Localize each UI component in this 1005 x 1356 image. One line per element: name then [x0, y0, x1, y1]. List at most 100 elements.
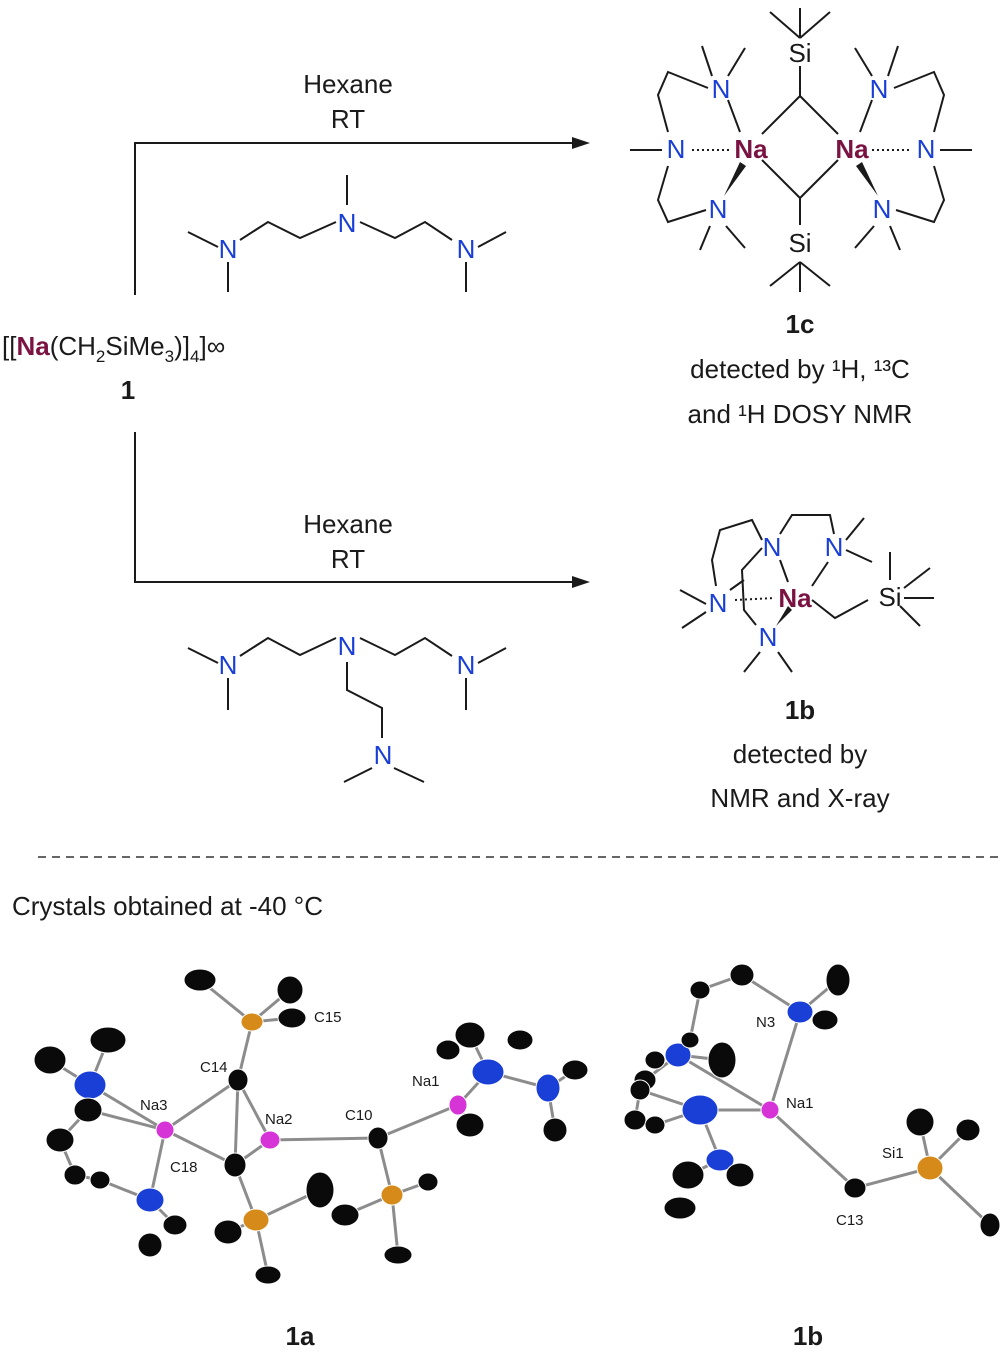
1a-atom-si — [240, 1012, 264, 1032]
1b-atom-c — [725, 1162, 755, 1188]
tren-n-right: N — [457, 650, 476, 680]
top-arrow-line — [134, 142, 578, 295]
1a-atom-n — [73, 1070, 107, 1100]
1a-atom-c — [330, 1203, 360, 1227]
1a-atom-c — [506, 1029, 534, 1051]
ortep-1b: N3 Na1 Si1 C13 — [623, 963, 1001, 1238]
1b-atom-c — [663, 1196, 697, 1220]
starting-material-formula: [[Na(CH2SiMe3)]4]∞ — [2, 331, 225, 366]
1a-atom-na2 — [259, 1130, 281, 1150]
1c-si-bottom: Si — [788, 228, 811, 258]
1a-label-na2: Na2 — [265, 1111, 293, 1128]
1a-atom-c — [89, 1170, 111, 1190]
1b-atom-c — [979, 1212, 1001, 1238]
1b-atom-n3 — [786, 1000, 814, 1024]
top-arrowhead — [572, 137, 590, 149]
1a-atom-c15 — [277, 1007, 307, 1029]
1a-atom-c — [542, 1117, 568, 1143]
bottom-solvent: Hexane — [303, 509, 393, 539]
1a-label-c14: C14 — [200, 1059, 228, 1076]
top-solvent: Hexane — [303, 69, 393, 99]
1b-n-bottom: N — [759, 622, 778, 652]
1a-atom-n — [535, 1073, 561, 1103]
pmdeta-ligand: N N N — [187, 175, 507, 292]
1a-atom-c — [33, 1045, 67, 1075]
crystal-1a-id: 1a — [286, 1321, 315, 1351]
1b-n-top: N — [763, 532, 782, 562]
1a-atom-na3 — [155, 1120, 175, 1140]
product-1b-detection-2: NMR and X-ray — [710, 783, 889, 813]
1b-atom-c — [671, 1160, 705, 1190]
crystal-section-title: Crystals obtained at -40 °C — [12, 891, 323, 921]
reaction-arrows — [134, 137, 590, 588]
1a-atom-n — [135, 1187, 165, 1213]
1a-atom-c — [63, 1164, 87, 1186]
1a-atom-c — [213, 1219, 243, 1245]
1a-atom-c — [276, 975, 304, 1005]
1a-label-na1: Na1 — [412, 1073, 440, 1090]
1b-n-left: N — [709, 588, 728, 618]
pmdeta-n-left: N — [219, 234, 238, 264]
1b-atom-c — [623, 1109, 647, 1131]
bottom-temperature: RT — [331, 544, 365, 574]
1a-atom-c — [73, 1097, 103, 1123]
1b-label-si1: Si1 — [882, 1145, 904, 1162]
ortep-1a: C15 C14 Na3 Na2 C10 Na1 C18 — [33, 968, 589, 1285]
1a-label-na3: Na3 — [140, 1097, 168, 1114]
1b-atom-n — [664, 1042, 692, 1068]
1a-atom-c — [417, 1172, 439, 1192]
product-1b-id: 1b — [785, 695, 815, 725]
product-1c-detection-1: detected by ¹H, ¹³C — [690, 354, 910, 384]
1b-atom-c — [729, 963, 755, 987]
1a-atom-c — [435, 1039, 461, 1061]
1c-n-right-bottom: N — [873, 194, 892, 224]
1b-atom-c — [811, 1009, 839, 1031]
1b-atom-c — [644, 1115, 666, 1135]
tren-n-bottom: N — [374, 740, 393, 770]
1b-atom-c — [905, 1107, 935, 1137]
1a-atom-c — [454, 1021, 486, 1049]
1a-atom-na1 — [448, 1094, 468, 1116]
1a-atom-c14 — [227, 1068, 249, 1092]
1b-atom-n — [681, 1094, 719, 1126]
crystal-1b-id: 1b — [793, 1321, 823, 1351]
me6tren-ligand: N N N N — [187, 631, 507, 783]
1b-na: Na — [778, 583, 812, 613]
1a-atom-c — [455, 1112, 485, 1138]
1b-atom-na1 — [760, 1100, 780, 1120]
product-1c-detection-2: and ¹H DOSY NMR — [688, 399, 913, 429]
1b-label-c13: C13 — [836, 1212, 864, 1229]
1a-label-c18: C18 — [170, 1159, 198, 1176]
1b-atom-c — [689, 980, 711, 1000]
1c-n-left-bottom: N — [709, 194, 728, 224]
1b-n-right: N — [825, 532, 844, 562]
1b-label-na1: Na1 — [786, 1095, 814, 1112]
tren-n-center: N — [338, 631, 357, 661]
1b-atom-c — [955, 1118, 981, 1142]
1b-atom-c — [707, 1041, 737, 1079]
1a-atom-c — [254, 1265, 282, 1285]
1c-n-right-mid: N — [917, 134, 936, 164]
starting-material-id: 1 — [121, 375, 135, 405]
1a-atom-c — [305, 1171, 335, 1209]
1c-na-left: Na — [734, 134, 768, 164]
top-temperature: RT — [331, 104, 365, 134]
starting-material: [[Na(CH2SiMe3)]4]∞ 1 — [2, 331, 225, 405]
product-1c-id: 1c — [786, 309, 815, 339]
1a-atom-c — [45, 1127, 75, 1153]
1a-atom-c — [137, 1232, 163, 1258]
1a-atom-si — [380, 1184, 404, 1206]
1c-na-right: Na — [835, 134, 869, 164]
1b-atom-c — [644, 1050, 666, 1070]
1b-atom-c — [629, 1079, 651, 1101]
pmdeta-n-right: N — [457, 234, 476, 264]
1a-atom-si — [242, 1208, 270, 1232]
1c-n-left-top: N — [712, 74, 731, 104]
1c-n-left-mid: N — [667, 134, 686, 164]
1c-si-top: Si — [788, 38, 811, 68]
1a-atom-c — [162, 1214, 188, 1236]
1a-label-c10: C10 — [345, 1107, 373, 1124]
1b-atom-c — [680, 1031, 700, 1049]
1a-atom-c — [561, 1059, 589, 1081]
1a-atom-c — [89, 1026, 127, 1054]
